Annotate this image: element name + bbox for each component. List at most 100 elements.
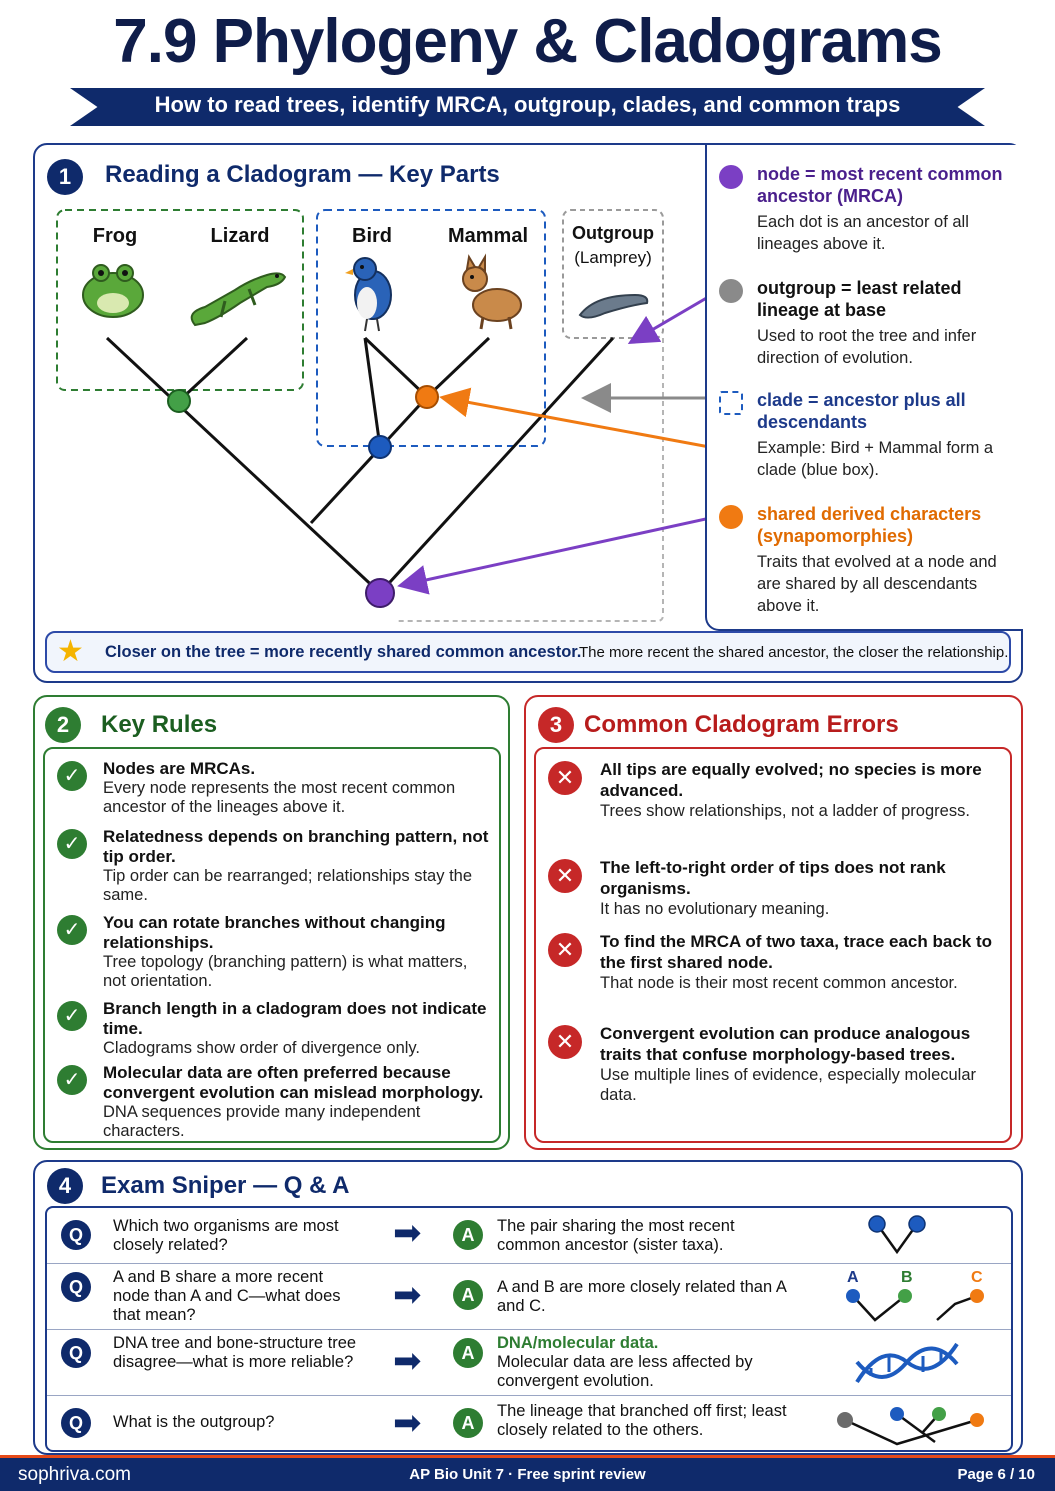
- rule-body: Tree topology (branching pattern) is wha…: [103, 953, 468, 990]
- question-text: What is the outgroup?: [113, 1413, 275, 1431]
- key-point-bar: ★ Closer on the tree = more recently sha…: [45, 631, 1011, 673]
- check-icon: ✓: [57, 829, 87, 859]
- frog-icon: [82, 264, 144, 318]
- answer-badge: A: [453, 1280, 483, 1310]
- list-item: ✕ All tips are equally evolved; no speci…: [548, 759, 1000, 821]
- star-icon: ★: [57, 635, 84, 668]
- answer-body: The pair sharing the most recent common …: [497, 1217, 735, 1254]
- node-root-mrca: [365, 578, 395, 608]
- list-item: ✕ To find the MRCA of two taxa, trace ea…: [548, 931, 1000, 993]
- question-badge: Q: [61, 1408, 91, 1438]
- table-row: Q What is the outgroup? ➡ A The lineage …: [47, 1396, 1011, 1452]
- error-body: Trees show relationships, not a ladder o…: [600, 802, 970, 820]
- node-frog-lizard: [167, 389, 191, 413]
- answer-text: The lineage that branched off first; lea…: [497, 1402, 797, 1440]
- section3-title: Common Cladogram Errors: [584, 711, 899, 738]
- section2-title: Key Rules: [101, 711, 218, 738]
- legend-body: Each dot is an ancestor of all lineages …: [757, 213, 969, 253]
- legend-head: clade = ancestor plus all descendants: [757, 390, 966, 432]
- question-badge: Q: [61, 1220, 91, 1250]
- x-icon: ✕: [548, 859, 582, 893]
- outgroup-dashed-extent: [395, 338, 664, 622]
- key-point-rest: The more recent the shared ancestor, the…: [579, 644, 1009, 661]
- rule-head: Molecular data are often preferred becau…: [103, 1063, 484, 1102]
- arrow-right-icon: ➡: [393, 1276, 422, 1314]
- rules-list: ✓ Nodes are MRCAs. Every node represents…: [43, 747, 501, 1143]
- mini-label-b: B: [901, 1269, 913, 1286]
- subtitle-band: [70, 88, 985, 126]
- question-text: Which two organisms are most closely rel…: [113, 1217, 339, 1254]
- footer-course: AP Bio Unit 7 · Free sprint review: [409, 1466, 646, 1483]
- question-text: A and B share a more recent node than A …: [113, 1268, 341, 1324]
- node-clade-ancestor: [368, 435, 392, 459]
- tree-branches: [105, 336, 615, 595]
- legend-marker-outgroup: [719, 279, 743, 303]
- check-icon: ✓: [57, 1065, 87, 1095]
- legend-marker-clade: [719, 391, 743, 415]
- legend-item-outgroup: outgroup = least related lineage at base…: [719, 277, 1012, 369]
- legend-head: outgroup = least related lineage at base: [757, 278, 962, 320]
- question-text: DNA tree and bone-structure tree disagre…: [113, 1334, 357, 1371]
- mini-label-c: C: [971, 1269, 983, 1286]
- legend-item-clade: clade = ancestor plus all descendants Ex…: [719, 389, 1012, 481]
- rule-body: Tip order can be rearranged; relationshi…: [103, 867, 473, 904]
- section-key-rules: 2 Key Rules ✓ Nodes are MRCAs. Every nod…: [33, 695, 510, 1150]
- arrow-node: [439, 387, 715, 450]
- footer: sophriva.com AP Bio Unit 7 · Free sprint…: [0, 1455, 1055, 1491]
- section4-number: 4: [47, 1168, 83, 1204]
- error-head: Convergent evolution can produce analogo…: [600, 1024, 971, 1064]
- error-body: It has no evolutionary meaning.: [600, 900, 830, 918]
- answer-badge: A: [453, 1408, 483, 1438]
- legend-item-synapomorphies: shared derived characters (synapomorphie…: [719, 503, 1012, 617]
- tip-label-outgroup: Outgroup: [572, 223, 654, 243]
- legend-item-node: node = most recent common ancestor (MRCA…: [719, 163, 1012, 255]
- table-row: Q DNA tree and bone-structure tree disag…: [47, 1330, 1011, 1396]
- legend-panel: node = most recent common ancestor (MRCA…: [705, 145, 1023, 631]
- legend-marker-synapomorphies: [719, 505, 743, 529]
- footer-page-number: Page 6 / 10: [957, 1466, 1035, 1483]
- sister-taxa-icon: [868, 1215, 926, 1255]
- rule-body: Cladograms show order of divergence only…: [103, 1039, 421, 1057]
- section2-number: 2: [45, 707, 81, 743]
- cladogram-diagram: [56, 209, 715, 622]
- answer-badge: A: [453, 1338, 483, 1368]
- arrow-right-icon: ➡: [393, 1342, 422, 1380]
- rule-head: Relatedness depends on branching pattern…: [103, 827, 489, 866]
- mini-label-a: A: [847, 1269, 859, 1286]
- abc-tree-icon: A B C: [846, 1269, 984, 1322]
- lamprey-icon: [578, 293, 649, 319]
- check-icon: ✓: [57, 761, 87, 791]
- answer-text: A and B are more closely related than A …: [497, 1278, 797, 1316]
- rule-head: Nodes are MRCAs.: [103, 759, 256, 778]
- list-item: ✓ Molecular data are often preferred bec…: [57, 1063, 493, 1141]
- section-exam-sniper: 4 Exam Sniper — Q & A Q Which two organi…: [33, 1160, 1023, 1455]
- page-subtitle: How to read trees, identify MRCA, outgro…: [154, 92, 901, 117]
- list-item: ✓ Nodes are MRCAs. Every node represents…: [57, 759, 493, 817]
- legend-marker-node: [719, 165, 743, 189]
- errors-list: ✕ All tips are equally evolved; no speci…: [534, 747, 1012, 1143]
- x-icon: ✕: [548, 1025, 582, 1059]
- question-badge: Q: [61, 1272, 91, 1302]
- answer-text: DNA/molecular data.Molecular data are le…: [497, 1334, 797, 1391]
- list-item: ✓ Relatedness depends on branching patte…: [57, 827, 493, 905]
- bird-icon: [345, 257, 392, 332]
- dna-icon: [855, 1342, 959, 1384]
- tip-label-bird: Bird: [352, 225, 392, 247]
- legend-body: Traits that evolved at a node and are sh…: [757, 553, 997, 615]
- outgroup-tree-icon: [837, 1407, 984, 1446]
- answer-body: The lineage that branched off first; lea…: [497, 1402, 787, 1439]
- footer-site-link[interactable]: sophriva.com: [18, 1464, 131, 1485]
- legend-body: Used to root the tree and infer directio…: [757, 327, 977, 367]
- arrow-right-icon: ➡: [393, 1214, 422, 1252]
- x-icon: ✕: [548, 761, 582, 795]
- page-title: 7.9 Phylogeny & Cladograms: [113, 7, 942, 76]
- tip-label-frog: Frog: [92, 225, 138, 247]
- section-common-errors: 3 Common Cladogram Errors ✕ All tips are…: [524, 695, 1023, 1150]
- rule-head: You can rotate branches without changing…: [103, 913, 446, 952]
- legend-body: Example: Bird + Mammal form a clade (blu…: [757, 439, 994, 479]
- error-body: That node is their most recent common an…: [600, 974, 958, 992]
- arrow-root: [397, 515, 715, 595]
- error-head: To find the MRCA of two taxa, trace each…: [600, 932, 992, 972]
- list-item: ✓ Branch length in a cladogram does not …: [57, 999, 493, 1058]
- rule-head: Branch length in a cladogram does not in…: [103, 999, 487, 1038]
